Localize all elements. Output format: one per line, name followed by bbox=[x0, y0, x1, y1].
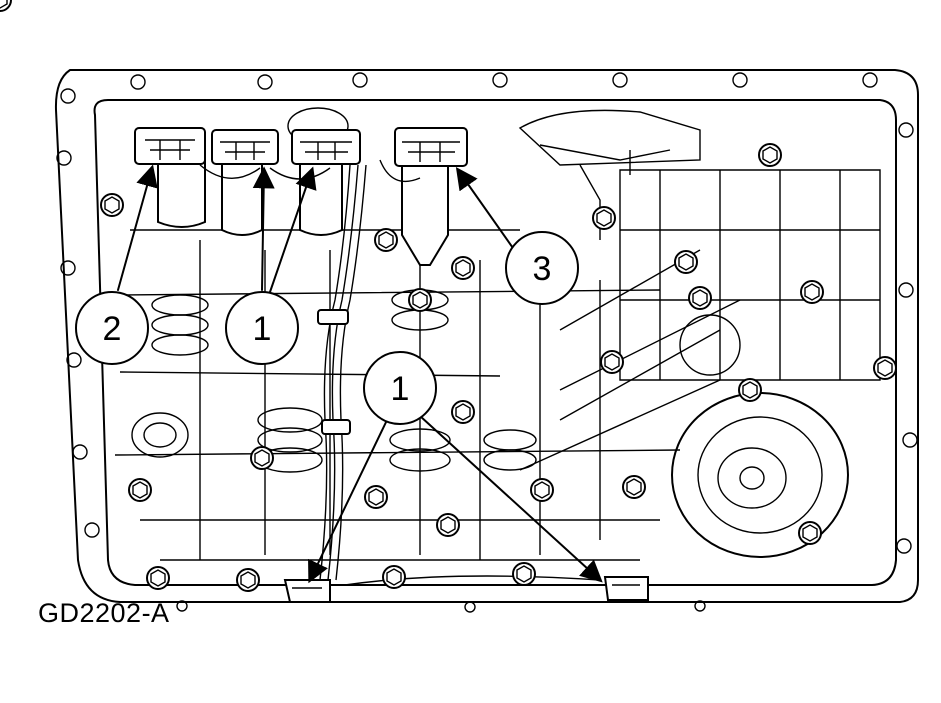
solenoid-connector-right bbox=[394, 127, 468, 266]
callout-1b-label: 1 bbox=[391, 370, 410, 408]
arrow-1a-to-center-left-connector bbox=[252, 166, 275, 291]
callout-3-label: 3 bbox=[533, 250, 552, 288]
solenoid-connector-center-left bbox=[211, 129, 279, 236]
wiring-harness bbox=[199, 159, 601, 586]
arrow-2-to-left-connector bbox=[117, 164, 158, 291]
figure-reference-code: GD2202-A bbox=[38, 598, 170, 628]
callout-1a: 1 bbox=[225, 291, 299, 365]
solenoid-connector-left bbox=[134, 127, 206, 228]
leader-arrows bbox=[117, 164, 603, 584]
arrow-3-to-right-connector bbox=[455, 167, 521, 259]
arrow-1b-to-right-clip bbox=[419, 415, 603, 583]
callout-1a-label: 1 bbox=[253, 310, 272, 348]
harness-clips bbox=[283, 576, 649, 603]
arrow-1a-to-center-right-connector bbox=[269, 166, 317, 293]
callout-3: 3 bbox=[505, 231, 579, 305]
transmission-case-outline bbox=[54, 69, 919, 603]
valve-body-bolts bbox=[0, 0, 897, 592]
case-bolt-holes bbox=[56, 72, 918, 613]
callout-2: 2 bbox=[75, 291, 149, 365]
callout-1b: 1 bbox=[363, 351, 437, 425]
solenoid-group bbox=[134, 107, 468, 266]
arrow-1b-to-left-clip bbox=[308, 417, 389, 584]
callout-2-label: 2 bbox=[103, 310, 122, 348]
